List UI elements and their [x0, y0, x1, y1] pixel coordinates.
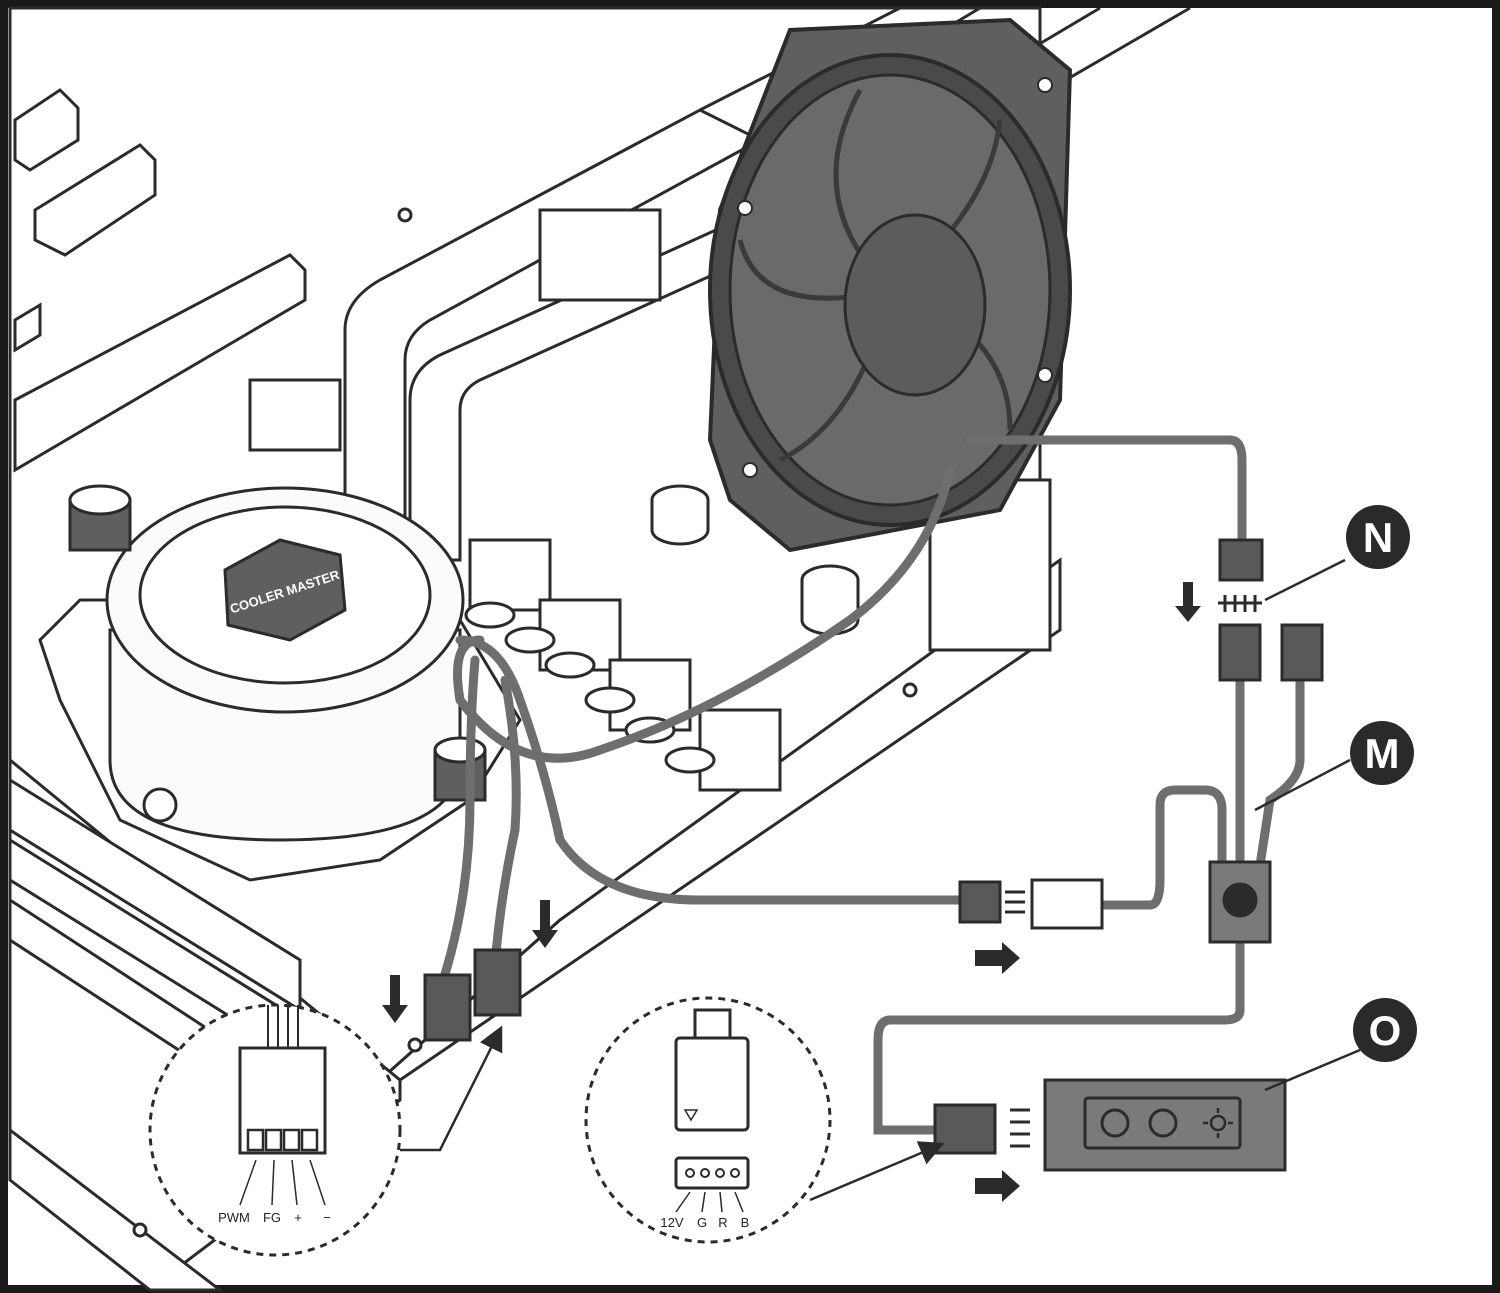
fan: [707, 17, 1073, 553]
splitter-input-connector: [1030, 878, 1104, 930]
pin-pwm: PWM: [218, 1210, 250, 1225]
pin-b: B: [741, 1215, 750, 1230]
callout-o-label: O: [1369, 1007, 1402, 1054]
cables: [435, 435, 1305, 1135]
pump-argb-connector: [958, 880, 1002, 924]
pin-g: G: [697, 1215, 707, 1230]
detail-leaders: [400, 1025, 945, 1202]
pump-fan-connector-2: [473, 948, 522, 1017]
sun-icon: [1203, 1108, 1233, 1138]
splitter-connector-a: [1218, 623, 1262, 682]
callout-m-label: M: [1365, 730, 1400, 777]
callout-n-label: N: [1363, 514, 1393, 561]
pin-fg: FG: [263, 1210, 281, 1225]
callout-n: N: [1346, 505, 1410, 569]
controller-cable-connector: [933, 1103, 997, 1155]
pin-minus: −: [323, 1210, 331, 1225]
rgb-header-detail: 12V G R B: [584, 996, 832, 1244]
splitter-hub: [1208, 860, 1272, 944]
pcie-slots: [13, 88, 307, 473]
circle-button-icon: [1148, 1108, 1178, 1138]
pump-fan-connector-1: [423, 973, 472, 1042]
splitter-connector-b: [1280, 623, 1324, 682]
pin-r: R: [718, 1215, 727, 1230]
arrow-icon: [382, 582, 1201, 1202]
callout-m: M: [1350, 721, 1414, 785]
fan-header-detail: PWM FG + −: [148, 1003, 402, 1257]
pin-plus: +: [294, 1210, 302, 1225]
callout-o: O: [1353, 998, 1417, 1062]
fan-argb-connector: [1218, 538, 1264, 582]
connectors: [423, 538, 1324, 1155]
callout-leaders: [1254, 558, 1361, 1092]
argb-controller: [1043, 1078, 1287, 1172]
pin-headers: [1005, 595, 1262, 1148]
pin-12v: 12V: [660, 1215, 683, 1230]
circle-button-icon: [1100, 1108, 1130, 1138]
